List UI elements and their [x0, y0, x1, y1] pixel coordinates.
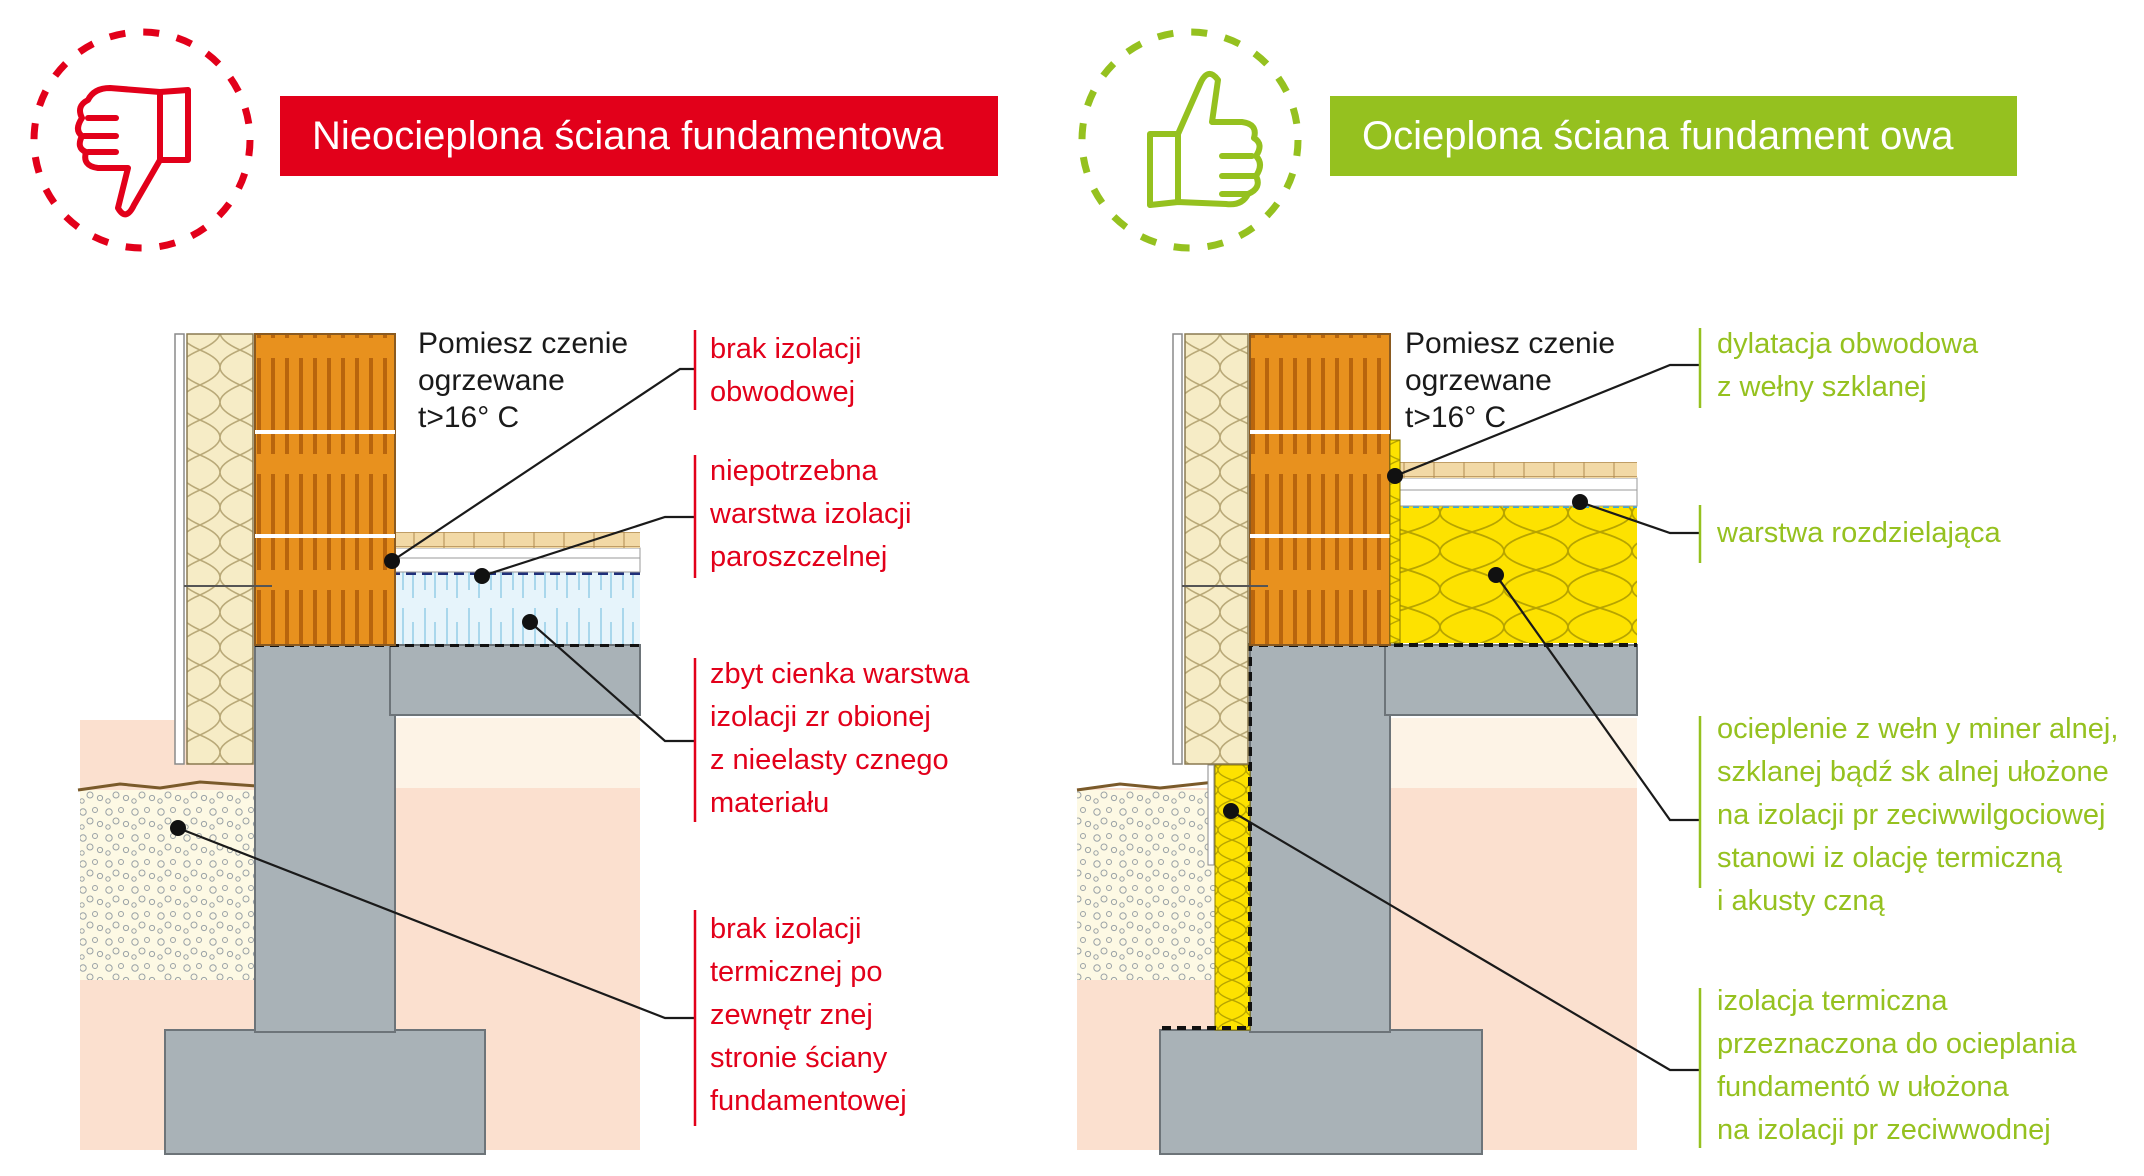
left-leaders [177, 367, 695, 1020]
sand-bed [395, 718, 640, 788]
label-dilatation: dylatacja obwodowa z wełny szklanej [1717, 328, 1979, 403]
right-leaders [1230, 363, 1700, 1072]
right-bullets [1223, 468, 1588, 819]
foundation-wall [254, 644, 396, 1033]
footing-right [1159, 1029, 1483, 1155]
thin-insulation [390, 572, 640, 644]
label-foundation-insulation: izolacja termiczna przeznaczona do ociep… [1717, 985, 2077, 1146]
label-thin-insulation: zbyt cienka warstwa izolacji zr obionej … [710, 658, 970, 819]
facade-cladding-right [1172, 333, 1183, 765]
thumbs-up-icon [1147, 71, 1263, 208]
screed [389, 547, 641, 573]
facade-cladding [174, 333, 185, 765]
dashed-circle-right [1078, 28, 1302, 252]
thumbs-up-badge [1078, 28, 1302, 252]
perimeter-dilatation [1389, 439, 1401, 644]
left-section-drawing [77, 333, 641, 1155]
left-bullets [170, 553, 538, 836]
floor-finish-right [1393, 462, 1637, 478]
wall-insulation-right [1184, 333, 1249, 765]
screed-right [1392, 477, 1638, 507]
label-mineral-wool: ocieplenie z wełn y miner alnej, szklane… [1717, 713, 2119, 917]
dashed-circle-left [30, 28, 254, 252]
label-no-perimeter-insulation: brak izolacji obwodowej [710, 333, 862, 408]
right-section-drawing [1076, 333, 1638, 1155]
label-separating-layer: warstwa rozdzielająca [1717, 517, 2001, 549]
room-label-left: Pomiesz czenie ogrzewane t>16° C [418, 327, 629, 434]
floor-slab [389, 644, 641, 716]
sand-bed-right [1385, 718, 1637, 788]
backfill-gravel [80, 790, 255, 980]
banner-left-bg [280, 96, 998, 176]
ground-line [77, 780, 257, 792]
wall-insulation [186, 333, 254, 765]
label-no-external-insulation: brak izolacji termicznej po zewnętr znej… [710, 913, 907, 1117]
thumbs-down-badge [30, 28, 254, 252]
banner-right-title: Ocieplona ściana fundament owa [1362, 113, 1954, 158]
banner-left-title: Nieocieplona ściana fundamentowa [312, 113, 944, 158]
thumbs-down-icon [75, 85, 191, 218]
foundation-wall-right [1249, 644, 1391, 1033]
brick-wall-right [1249, 333, 1391, 646]
label-unneeded-vapor-barrier: niepotrzebna warstwa izolacji paroszczel… [710, 455, 912, 573]
mineral-wool-layer [1393, 506, 1637, 643]
floor-slab-right [1384, 644, 1638, 716]
footing [164, 1029, 486, 1155]
backfill-gravel-right [1077, 790, 1217, 980]
brick-wall [254, 333, 396, 646]
waterproofing-line [1162, 643, 1637, 1030]
room-label-right: Pomiesz czenie ogrzewane t>16° C [1405, 327, 1616, 434]
banner-right-bg [1330, 96, 2017, 176]
